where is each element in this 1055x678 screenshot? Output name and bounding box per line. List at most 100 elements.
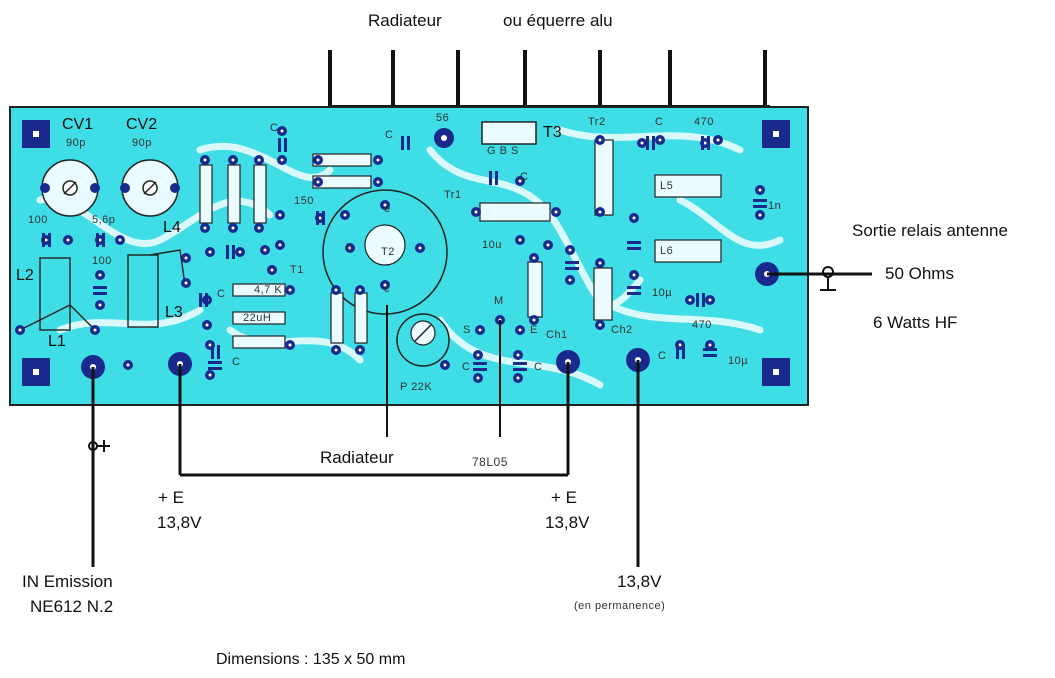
pad-hole xyxy=(334,348,338,352)
capacitor-plate xyxy=(226,245,229,259)
capacitor-plate xyxy=(753,205,767,208)
cap-10p-b-label: 10µ xyxy=(728,355,749,367)
pad-hole xyxy=(231,158,235,162)
capacitor-plate xyxy=(627,247,641,250)
ne612-label: NE612 N.2 xyxy=(30,597,114,616)
voltage-left-label: 13,8V xyxy=(157,513,202,532)
res-47k-label: 4,7 K xyxy=(254,284,283,296)
pad-hole xyxy=(205,323,209,327)
pad-hole xyxy=(208,373,212,377)
pad-hole xyxy=(598,210,602,214)
cap-c-f-label: C xyxy=(534,361,543,373)
pad-hole xyxy=(126,363,130,367)
pad-hole xyxy=(208,343,212,347)
t2-emitter-label: e xyxy=(384,203,391,215)
rca-antenna-icon xyxy=(820,266,836,291)
dimensions-label: Dimensions : 135 x 50 mm xyxy=(216,651,406,668)
impedance-label: 50 Ohms xyxy=(885,264,954,283)
capacitor-plate xyxy=(208,361,222,364)
pad-hole xyxy=(343,213,347,217)
t2-collector-label: c xyxy=(384,283,390,295)
pad-hole xyxy=(632,216,636,220)
pad-hole xyxy=(98,238,102,242)
pad-hole xyxy=(316,158,320,162)
pad-hole xyxy=(546,243,550,247)
capacitor-plate xyxy=(652,136,655,150)
pad-hole xyxy=(203,158,207,162)
capacitor-plate xyxy=(316,211,319,225)
regulator-label: 78L05 xyxy=(472,455,508,469)
cap-c-a-label: C xyxy=(270,122,279,134)
cap-c-h-label: C xyxy=(217,288,226,300)
pad-hole xyxy=(598,261,602,265)
pad-hole xyxy=(358,348,362,352)
voltage-permanent-label: 13,8V xyxy=(617,572,662,591)
pad-hole xyxy=(118,238,122,242)
pad-hole xyxy=(758,188,762,192)
trimmer-cv1 xyxy=(40,159,100,217)
pad-hole xyxy=(658,138,662,142)
pad-hole xyxy=(66,238,70,242)
cap-100a-label: 100 xyxy=(28,214,48,226)
pad-hole xyxy=(376,158,380,162)
cap-c-i-label: C xyxy=(658,350,667,362)
pad-hole xyxy=(383,283,387,287)
pad-hole xyxy=(203,226,207,230)
external-wiring xyxy=(91,272,872,567)
capacitor-plate xyxy=(565,267,579,270)
capacitor-plate xyxy=(696,293,699,307)
power-output-label: 6 Watts HF xyxy=(873,313,958,332)
cv2-value: 90p xyxy=(132,137,152,149)
pad-hole xyxy=(532,318,536,322)
pad-hole xyxy=(516,353,520,357)
pad-hole xyxy=(288,343,292,347)
pad-hole xyxy=(257,158,261,162)
capacitor-plate xyxy=(513,368,527,371)
capacitor-plate xyxy=(702,293,705,307)
plus-e-left-label: + E xyxy=(158,488,184,507)
capacitor-plate xyxy=(627,286,641,289)
angle-bracket-label: ou équerre alu xyxy=(503,11,613,30)
capacitor-plate xyxy=(93,292,107,295)
pad-hole xyxy=(518,179,522,183)
choke-22uh-label: 22uH xyxy=(243,312,272,324)
capacitor-plate xyxy=(93,286,107,289)
capacitor-plate xyxy=(102,233,105,247)
pad-hole xyxy=(263,248,267,252)
pad-hole xyxy=(208,250,212,254)
pad-hole xyxy=(348,246,352,250)
pad-hole xyxy=(688,298,692,302)
pad-hole xyxy=(598,138,602,142)
pad-hole xyxy=(716,138,720,142)
capacitor-plate xyxy=(495,171,498,185)
ch1-label: Ch1 xyxy=(546,329,568,341)
capacitor-plate xyxy=(208,367,222,370)
t2-base-label: b xyxy=(346,242,353,254)
t2-label: T2 xyxy=(381,246,395,258)
capacitor-plate xyxy=(627,241,641,244)
pad-hole xyxy=(516,376,520,380)
potentiometer-p22k xyxy=(396,313,450,367)
pad-hole xyxy=(708,298,712,302)
tr1-label: Tr1 xyxy=(444,189,462,201)
capacitor-plate xyxy=(232,245,235,259)
res-56-label: 56 xyxy=(436,112,450,124)
pad-hole xyxy=(640,141,644,145)
capacitor-plate xyxy=(211,345,214,359)
pad-hole xyxy=(703,141,707,145)
pad-hole xyxy=(708,343,712,347)
pad-hole xyxy=(98,273,102,277)
capacitor-plate xyxy=(205,293,208,307)
cap-c-b-label: C xyxy=(385,129,394,141)
pad-hole xyxy=(334,288,338,292)
pad-hole xyxy=(478,328,482,332)
pad-hole xyxy=(257,226,261,230)
resistors xyxy=(199,139,722,349)
voltage-right-label: 13,8V xyxy=(545,513,590,532)
pad-hole xyxy=(270,268,274,272)
cap-10u-label: 10u xyxy=(482,239,502,251)
pad-hole xyxy=(184,281,188,285)
pad-hole xyxy=(568,248,572,252)
l1-label: L1 xyxy=(48,333,66,350)
coil-footprints xyxy=(19,249,186,331)
